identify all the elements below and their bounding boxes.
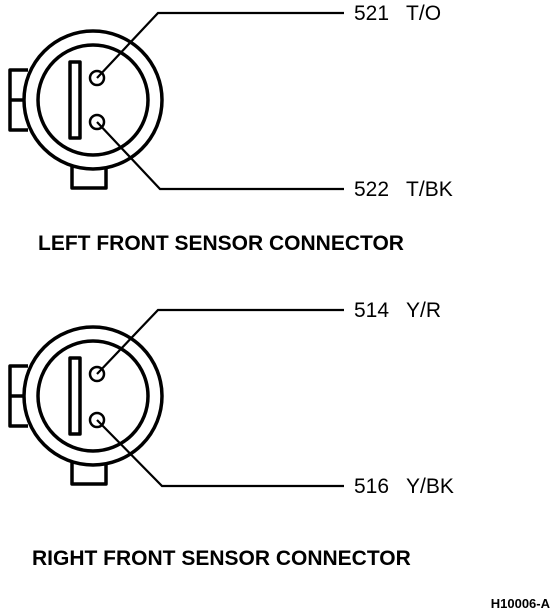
connector-key-bar xyxy=(68,60,82,140)
wire-color: T/O xyxy=(406,2,441,25)
wire-label-top: 521 T/O xyxy=(354,2,441,25)
connector-outer-shell xyxy=(22,325,164,467)
wire-color: Y/R xyxy=(406,299,441,322)
connector-caption: LEFT FRONT SENSOR CONNECTOR xyxy=(38,232,404,255)
connector-inner-ring xyxy=(36,43,150,157)
wire-color: Y/BK xyxy=(406,475,454,498)
leader-line-top xyxy=(96,11,344,79)
left-front-sensor-connector: 521 T/O 522 T/BK LEFT FRONT SENSOR CONNECT… xyxy=(8,2,453,255)
wire-color: T/BK xyxy=(406,178,453,201)
leader-line-bottom xyxy=(96,121,344,191)
connector-outer-shell xyxy=(22,29,164,171)
right-front-sensor-connector: 514 Y/R 516 Y/BK RIGHT FRONT SENSOR CONNEC… xyxy=(8,299,454,570)
wire-label-bottom: 522 T/BK xyxy=(354,178,453,201)
leader-line-bottom xyxy=(96,419,344,488)
circuit-number: 514 xyxy=(354,299,389,322)
connector-inner-ring xyxy=(36,339,150,453)
connector-key-bar xyxy=(68,356,82,436)
circuit-number: 522 xyxy=(354,178,389,201)
circuit-number: 521 xyxy=(354,2,389,25)
wire-label-bottom: 516 Y/BK xyxy=(354,475,454,498)
figure-id: H10006-A xyxy=(491,596,551,611)
circuit-number: 516 xyxy=(354,475,389,498)
wire-label-top: 514 Y/R xyxy=(354,299,441,322)
leader-line-top xyxy=(96,308,344,375)
connector-caption: RIGHT FRONT SENSOR CONNECTOR xyxy=(32,547,411,570)
